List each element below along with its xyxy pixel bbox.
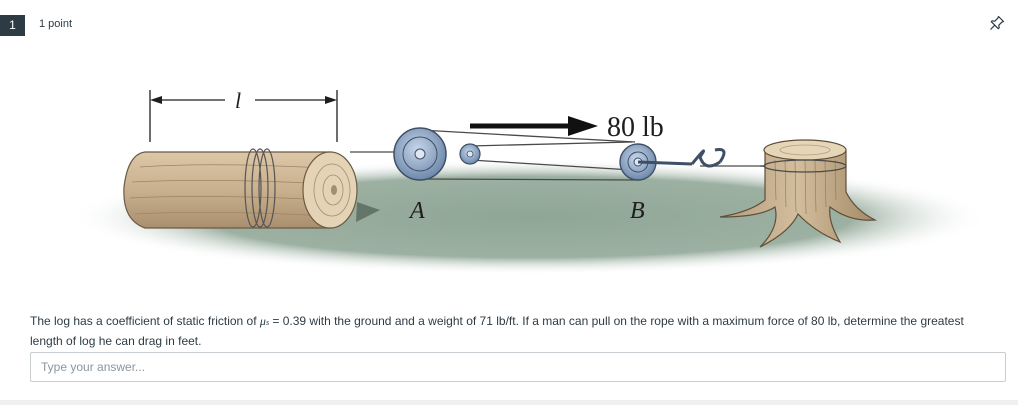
pulley-a-label: A <box>408 198 425 224</box>
small-pulley <box>459 143 481 165</box>
mu-symbol: μ <box>259 314 266 328</box>
bottom-divider <box>0 400 1018 405</box>
question-points: 1 point <box>39 18 73 30</box>
tree-stump <box>719 139 878 248</box>
log <box>123 151 380 229</box>
pin-icon[interactable] <box>988 14 1006 32</box>
length-label: l <box>235 88 241 113</box>
force-arrow <box>470 116 598 136</box>
pulley-b-label: B <box>630 198 645 224</box>
problem-figure: l 80 lb <box>70 88 980 275</box>
log-rope-bands <box>244 148 276 228</box>
prompt-text-end: = 0.39 with the ground and a weight of 7… <box>30 314 964 348</box>
force-label: 80 lb <box>607 112 664 143</box>
length-dimension <box>149 90 338 142</box>
answer-input[interactable] <box>30 352 1006 382</box>
question-prompt: The log has a coefficient of static fric… <box>30 312 990 351</box>
pulley-a <box>393 127 447 181</box>
mu-subscript: s <box>265 318 270 327</box>
hook <box>690 148 726 168</box>
pulley-b <box>619 143 693 181</box>
question-number-badge: 1 <box>0 15 25 36</box>
ropes <box>350 129 841 181</box>
prompt-text-start: The log has a coefficient of static fric… <box>30 314 260 328</box>
